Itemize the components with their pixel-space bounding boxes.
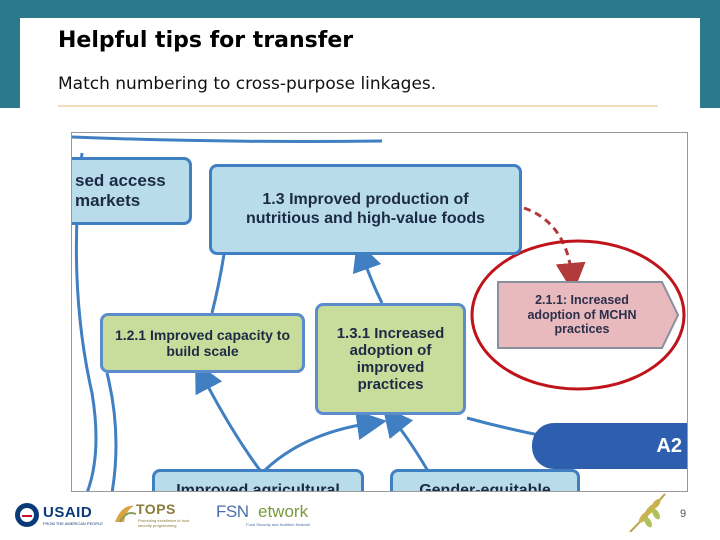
top-connector [72, 135, 383, 143]
tops-wordmark: TOPS [136, 501, 176, 517]
fsn-wordmark: FSN [216, 502, 249, 521]
tops-logo-icon [115, 505, 137, 523]
box-access-markets: sed access markets [72, 157, 192, 225]
title-panel [20, 18, 700, 108]
usaid-tagline: FROM THE AMERICAN PEOPLE [43, 521, 103, 526]
box-gender-equitable: Gender-equitable [390, 469, 580, 491]
usaid-wordmark: USAID [43, 504, 93, 521]
badge-a2: A2 [532, 423, 687, 469]
connector-131-to-13 [352, 240, 384, 304]
page-number: 9 [680, 508, 687, 520]
box-2-1-1-mchn-practices: 2.1.1: Increased adoption of MCHN practi… [497, 281, 679, 349]
connector-to-131-a [260, 410, 387, 475]
dashed-link-arrow [523, 206, 586, 293]
fsn-network-logo: FSN etwork Food Security and Nutrition N… [216, 502, 310, 530]
box-2-1-1-label: 2.1.1: Increased adoption of MCHN practi… [527, 293, 637, 337]
usaid-seal-icon [15, 503, 39, 527]
title-divider [58, 105, 658, 107]
tops-logo: TOPS Promoting excellence in food securi… [112, 500, 202, 530]
tops-tagline: Promoting excellence in food security pr… [138, 518, 190, 528]
connector-to-121 [195, 361, 264, 474]
wheat-icon [629, 493, 666, 532]
highlight-circle [470, 239, 686, 391]
left-connector-2 [105, 372, 118, 491]
usaid-logo: USAID FROM THE AMERICAN PEOPLE [14, 502, 103, 528]
box-improved-agricultural: Improved agricultural [152, 469, 364, 491]
slide-title: Helpful tips for transfer [58, 28, 354, 53]
fsn-wordmark-suffix: etwork [258, 502, 309, 521]
slide-subtitle: Match numbering to cross-purpose linkage… [58, 74, 437, 94]
diagram-connectors [72, 135, 686, 491]
box-2-1-1-shape [497, 281, 679, 349]
box-1-3-improved-production: 1.3 Improved production of nutritious an… [209, 164, 522, 255]
results-framework-diagram: sed access markets 1.3 Improved producti… [71, 132, 688, 492]
box-1-3-1-adoption-practices: 1.3.1 Increased adoption of improved pra… [315, 303, 466, 415]
box-1-2-1-capacity-scale: 1.2.1 Improved capacity to build scale [100, 313, 305, 373]
fsn-tagline: Food Security and Nutrition Network [246, 522, 311, 527]
